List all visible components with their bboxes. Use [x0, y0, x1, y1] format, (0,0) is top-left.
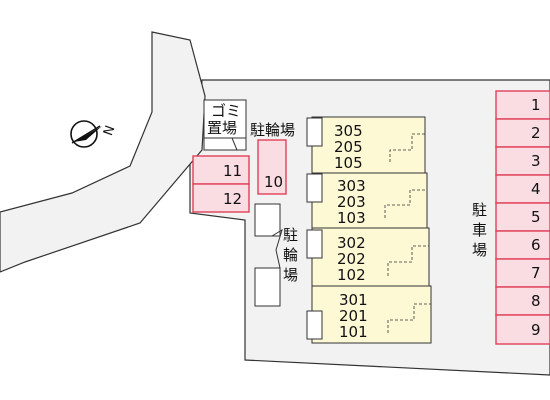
parking-space: 10 [257, 139, 287, 195]
compass-icon: N [70, 120, 118, 148]
parking-number: 10 [264, 173, 283, 191]
parking-space: 2 [495, 118, 550, 148]
svg-text:車: 車 [472, 221, 487, 239]
parking-number: 2 [531, 124, 541, 142]
bike-parking-side-3: 場 [283, 266, 298, 284]
parking-number: 1 [531, 96, 541, 114]
parking-space: 11 [192, 155, 250, 185]
unit-column-305: 305 205 105 [334, 122, 363, 172]
parking-number: 4 [531, 180, 541, 198]
parking-space: 3 [495, 146, 550, 176]
parking-space: 9 [495, 314, 550, 345]
unit-number: 205 [334, 138, 363, 156]
unit-number: 303 [337, 177, 366, 195]
parking-space: 12 [192, 183, 250, 213]
parking-space: 8 [495, 286, 550, 316]
parking-number: 8 [531, 292, 541, 310]
bike-parking-side-1: 駐 [283, 226, 298, 244]
garbage-area: ゴミ 置場 [203, 99, 247, 151]
parking-number: 7 [531, 264, 541, 282]
unit-column-303: 303 203 103 [337, 177, 366, 227]
parking-number: 9 [531, 321, 541, 339]
unit-number: 101 [339, 323, 368, 341]
bike-parking-label-top: 駐輪場 [250, 121, 295, 139]
parking-space: 6 [495, 230, 550, 260]
apartment-building [306, 116, 432, 344]
parking-space: 4 [495, 174, 550, 204]
unit-number: 102 [337, 266, 366, 284]
car-parking-label: 駐 車 場 [472, 201, 487, 259]
parking-space: 7 [495, 258, 550, 288]
bike-parking-side: 駐 輪 場 [254, 203, 298, 307]
garbage-label-2: 置場 [207, 119, 237, 137]
unit-number: 103 [337, 209, 366, 227]
parking-number: 6 [531, 236, 541, 254]
unit-column-302: 302 202 102 [337, 234, 366, 284]
parking-number: 3 [531, 152, 541, 170]
parking-number: 11 [223, 162, 242, 180]
unit-number: 202 [337, 250, 366, 268]
unit-number: 302 [337, 234, 366, 252]
garbage-label-1: ゴミ [211, 102, 241, 120]
unit-number: 305 [334, 122, 363, 140]
parking-number: 5 [531, 208, 541, 226]
unit-number: 301 [339, 291, 368, 309]
unit-number: 105 [334, 154, 363, 172]
svg-text:場: 場 [472, 241, 487, 259]
parking-space: 5 [495, 202, 550, 232]
unit-number: 201 [339, 307, 368, 325]
compass-north-label: N [101, 124, 118, 138]
bike-parking-side-2: 輪 [283, 246, 298, 264]
parking-number: 12 [223, 190, 242, 208]
access-road [0, 31, 206, 273]
unit-number: 203 [337, 193, 366, 211]
parking-space: 1 [495, 90, 550, 120]
svg-text:駐: 駐 [472, 201, 487, 219]
unit-column-301: 301 201 101 [339, 291, 368, 341]
